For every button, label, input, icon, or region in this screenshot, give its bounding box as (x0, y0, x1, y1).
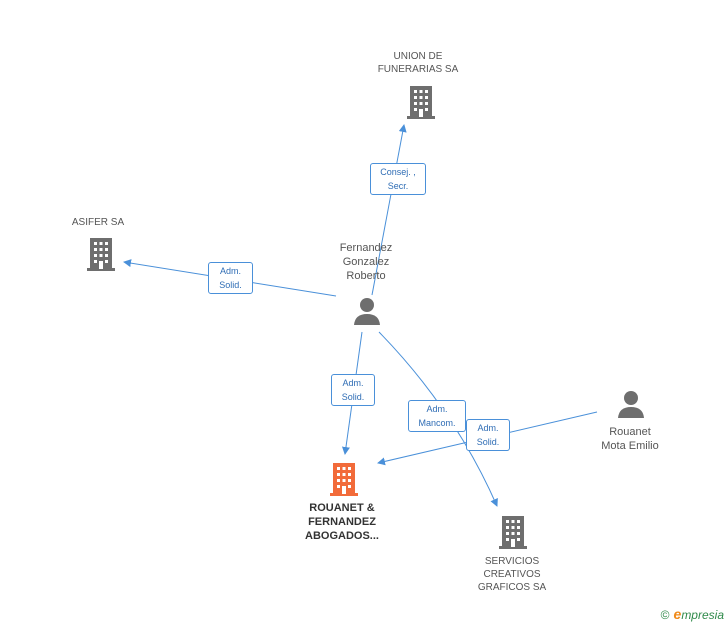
node-label-rouanet-fernandez: ROUANET & FERNANDEZ ABOGADOS... (305, 502, 379, 542)
edge-fernandez-union (371, 124, 407, 296)
brand-logo-initial: e (673, 606, 682, 622)
building-icon[interactable] (497, 514, 529, 550)
brand-logo-text: mpresia (681, 608, 724, 622)
person-icon[interactable] (352, 296, 382, 326)
building-icon[interactable] (405, 84, 437, 120)
relation-label-servicios[interactable]: Adm. Mancom. (408, 400, 466, 432)
relation-label-rouanet-fernandez[interactable]: Adm. Solid. (331, 374, 375, 406)
brand-footer[interactable]: ©empresia (661, 606, 724, 622)
relation-label-union[interactable]: Consej. , Secr. (370, 163, 426, 195)
copyright-symbol: © (660, 608, 670, 622)
relation-label-asifer[interactable]: Adm. Solid. (208, 262, 253, 294)
relation-label-rouanet-mota[interactable]: Adm. Solid. (466, 419, 510, 451)
person-icon[interactable] (616, 389, 646, 419)
building-icon[interactable] (85, 236, 117, 272)
building-icon-main[interactable] (328, 461, 360, 497)
node-label-union: UNION DE FUNERARIAS SA (377, 51, 459, 75)
node-label-servicios: SERVICIOS CREATIVOS GRAFICOS SA (477, 556, 547, 593)
node-label-fernandez: Fernandez Gonzalez Roberto (339, 242, 393, 282)
node-label-rouanet-mota: Rouanet Mota Emilio (601, 426, 659, 452)
node-label-asifer: ASIFER SA (71, 217, 125, 228)
